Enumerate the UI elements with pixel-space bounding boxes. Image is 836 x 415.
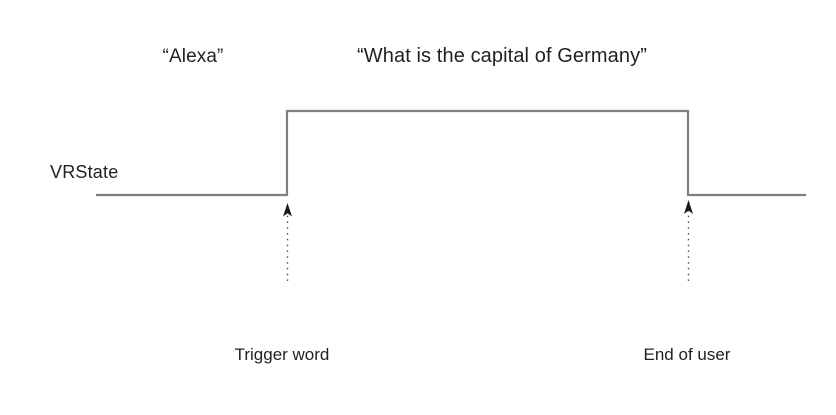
end-of-user-utterance-caption: End of user utterance	[602, 292, 772, 415]
trigger-marker-arrowhead-icon	[283, 203, 292, 217]
utterance-phrase-label: “What is the capital of Germany”	[357, 45, 647, 67]
vrstate-signal-label: VRState	[50, 162, 119, 182]
caption-line-1: Trigger word	[234, 345, 330, 364]
vrstate-waveform-line	[96, 109, 806, 197]
trigger-phrase-label: “Alexa”	[162, 46, 224, 67]
caption-line-1: End of user	[643, 345, 731, 364]
utterance-end-marker-arrowhead-icon	[684, 200, 693, 214]
trigger-word-detected-caption: Trigger word detected	[197, 292, 367, 415]
